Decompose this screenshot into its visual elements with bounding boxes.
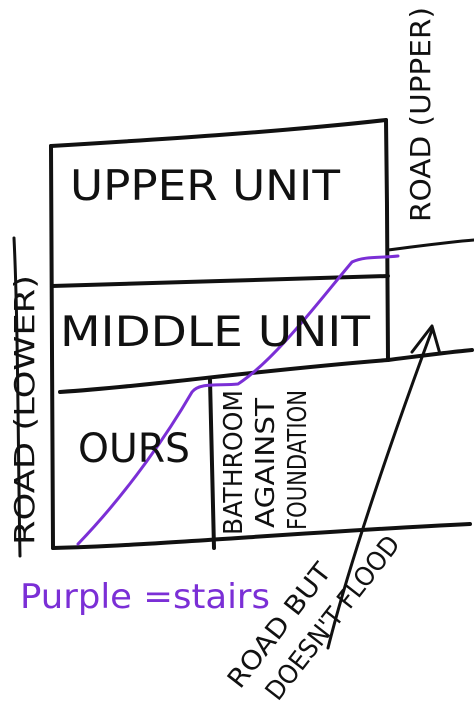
left-wall	[49, 144, 55, 550]
ground-line	[51, 522, 472, 550]
building-outline	[49, 118, 474, 550]
right-wall	[384, 118, 390, 362]
lower-road-line	[12, 236, 22, 558]
stairs-line	[76, 254, 400, 546]
bathroom-wall	[208, 378, 216, 550]
bathroom-label-line2: AGAINST	[251, 398, 281, 528]
upper-unit-label: UPPER UNIT	[70, 161, 340, 210]
upper-road-ground-line	[386, 348, 474, 362]
middle-floor-line	[58, 358, 390, 394]
bathroom-label: BATHROOM AGAINST FOUNDATION	[219, 390, 313, 535]
middle-unit-label: MIDDLE UNIT	[60, 307, 370, 356]
stairs-legend: Purple =stairs	[20, 577, 270, 617]
upper-road-line	[386, 238, 474, 252]
roof-line	[49, 118, 388, 148]
road-lower-label: ROAD (LOWER)	[8, 275, 41, 545]
bathroom-label-line1: BATHROOM	[219, 390, 249, 535]
arrow	[326, 324, 442, 650]
upper-floor-line	[50, 274, 390, 288]
road-upper-label: ROAD (UPPER)	[404, 7, 437, 222]
ours-label: OURS	[78, 426, 190, 472]
bathroom-label-line3: FOUNDATION	[283, 390, 313, 530]
